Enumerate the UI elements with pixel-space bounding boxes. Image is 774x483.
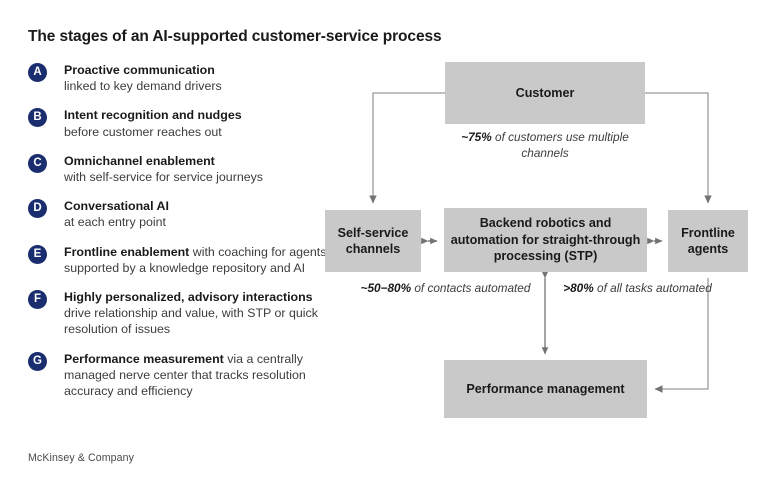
- connector-customer-to-selfservice: [369, 92, 445, 204]
- list-item: C Omnichannel enablement with self-servi…: [28, 153, 328, 185]
- stage-text: Intent recognition and nudges before cus…: [64, 107, 328, 139]
- list-item: G Performance measurement via a centrall…: [28, 351, 328, 400]
- node-backend-robotics: Backend robotics and automation for stra…: [444, 208, 647, 272]
- stage-title: Frontline enablement: [64, 244, 190, 259]
- stage-detail: with self-service for service journeys: [64, 170, 264, 185]
- stage-badge-e: E: [28, 244, 47, 264]
- stage-title: Proactive communication: [64, 63, 215, 77]
- stage-badge-b: B: [28, 108, 47, 128]
- annotation-value: ~75%: [461, 130, 492, 144]
- stage-text: Conversational AI at each entry point: [64, 198, 328, 230]
- stage-title: Highly personalized, advisory interactio…: [64, 290, 313, 305]
- list-item: B Intent recognition and nudges before c…: [28, 107, 328, 139]
- page-title: The stages of an AI-supported customer-s…: [28, 28, 442, 45]
- connector-frontline-to-performance: [654, 278, 709, 393]
- annotation-tasks-automated: >80% of all tasks automated: [560, 281, 715, 297]
- stage-title: Omnichannel enablement: [64, 153, 215, 168]
- stage-text: Frontline enablement with coaching for a…: [64, 244, 328, 276]
- annotation-contacts-automated: ~50−80% of contacts automated: [358, 281, 533, 297]
- node-customer: Customer: [445, 62, 645, 124]
- list-item: F Highly personalized, advisory interact…: [28, 289, 328, 338]
- stage-list: A Proactive communication linked to key …: [28, 62, 328, 412]
- stage-text: Performance measurement via a centrally …: [64, 351, 328, 400]
- stage-title: Conversational AI: [64, 199, 169, 214]
- node-self-service-channels: Self-service channels: [325, 210, 421, 272]
- stage-text: Highly personalized, advisory interactio…: [64, 289, 328, 338]
- annotation-value: >80%: [563, 281, 594, 295]
- node-performance-management: Performance management: [444, 360, 647, 418]
- annotation-text: of contacts automated: [411, 281, 531, 295]
- list-item: A Proactive communication linked to key …: [28, 62, 328, 94]
- stage-badge-a: A: [28, 63, 47, 82]
- annotation-customer-stat: ~75% of customers use multiple channels: [445, 130, 645, 161]
- footer-brand: McKinsey & Company: [28, 452, 135, 464]
- stage-title: Intent recognition and nudges: [64, 108, 242, 123]
- stage-badge-c: C: [28, 153, 47, 173]
- stage-title-rest: via a centrally: [223, 351, 303, 366]
- stage-badge-g: G: [28, 351, 47, 371]
- stage-text: Omnichannel enablement with self-service…: [64, 153, 328, 185]
- stage-text: Proactive communication linked to key de…: [64, 62, 328, 94]
- stage-title: Performance measurement: [64, 351, 224, 366]
- stage-badge-f: F: [28, 290, 47, 310]
- annotation-text: of all tasks automated: [593, 281, 712, 295]
- stage-detail: linked to key demand drivers: [64, 79, 222, 94]
- stage-detail: at each entry point: [64, 215, 166, 230]
- stage-title-rest: with coaching: [189, 244, 268, 259]
- stage-badge-d: D: [28, 199, 47, 219]
- stage-detail: before customer reaches out: [64, 124, 222, 139]
- annotation-value: ~50−80%: [360, 281, 412, 295]
- list-item: D Conversational AI at each entry point: [28, 198, 328, 230]
- stage-detail: for agents supported by a knowledge repo…: [64, 244, 327, 275]
- connector-customer-to-frontline: [645, 92, 712, 204]
- stage-detail: managed nerve center that tracks resolut…: [64, 367, 306, 399]
- node-frontline-agents: Frontline agents: [668, 210, 748, 272]
- annotation-text: of customers use multiple channels: [491, 130, 629, 160]
- stage-detail: drive relationship and value, with STP o…: [64, 306, 318, 337]
- list-item: E Frontline enablement with coaching for…: [28, 244, 328, 276]
